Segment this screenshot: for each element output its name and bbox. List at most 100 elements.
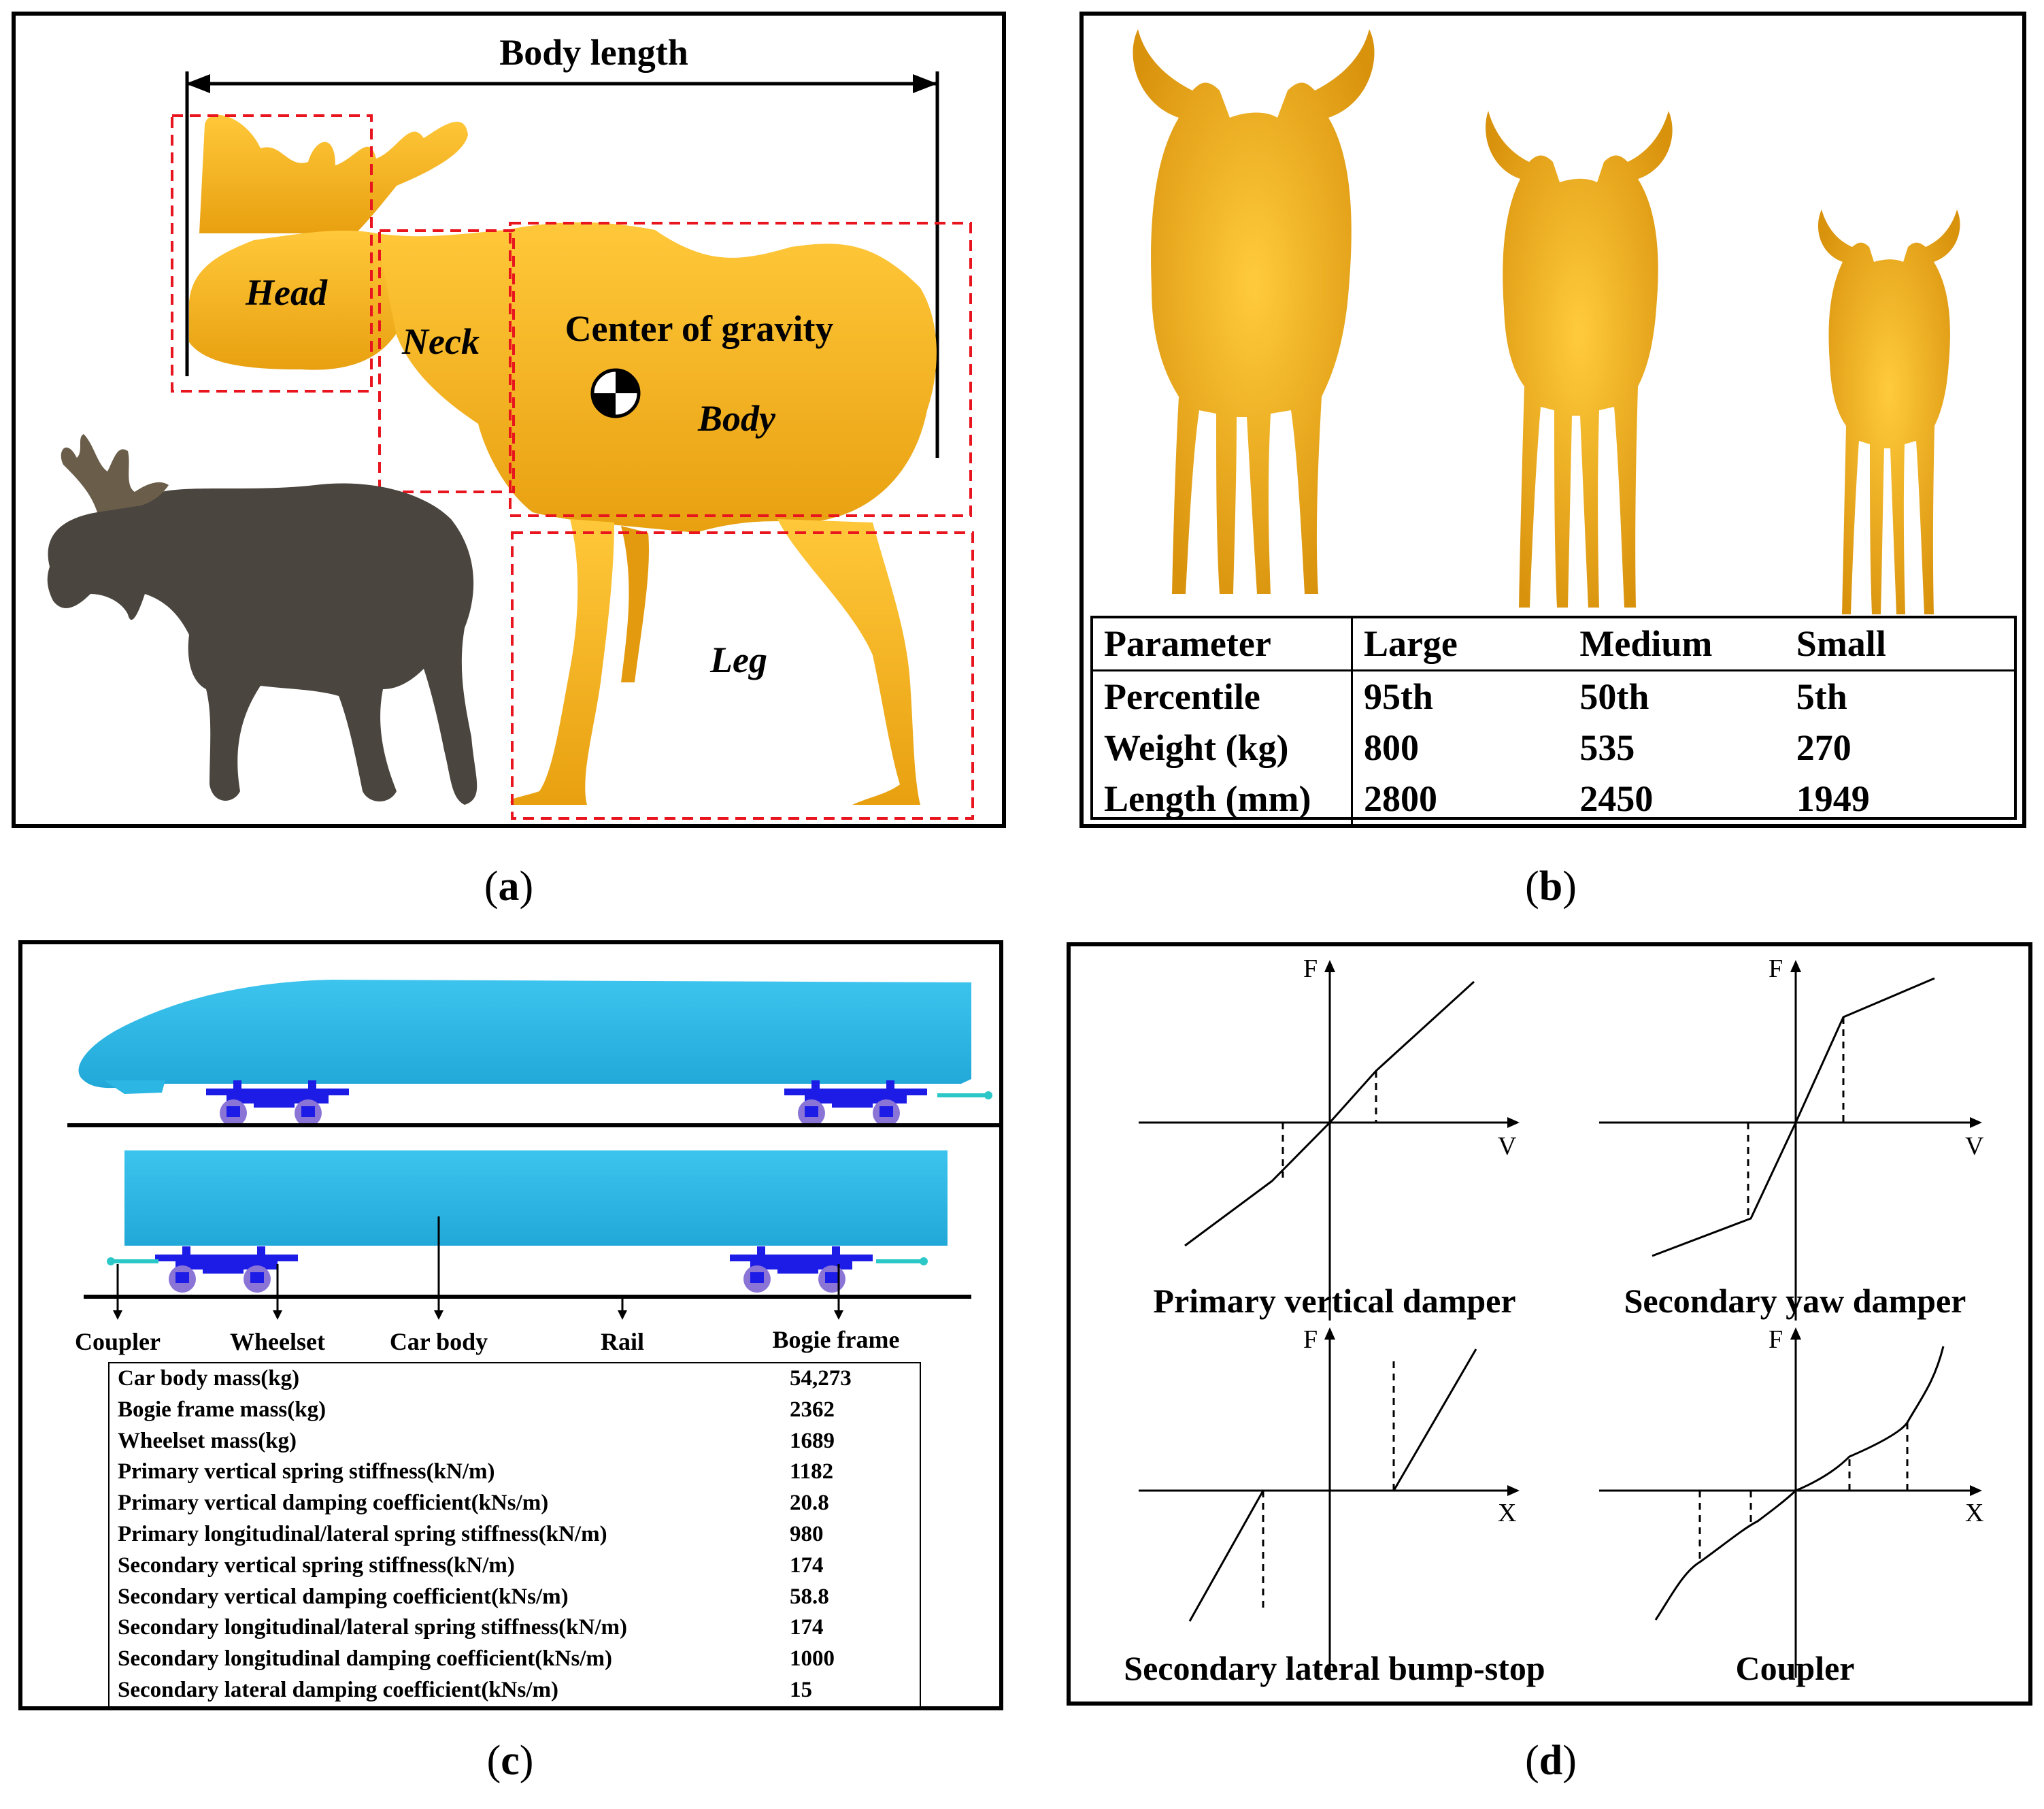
- param-value: 1000: [790, 1646, 835, 1672]
- body-region-box: [509, 222, 972, 517]
- table-row: Secondary lateral damping coefficient(kN…: [110, 1675, 920, 1706]
- table-header-cell: Small: [1796, 623, 1886, 664]
- param-name: Secondary longitudinal damping coefficie…: [118, 1646, 612, 1672]
- plot3-x-axis-label: X: [1498, 1499, 1516, 1527]
- param-value: 58.8: [790, 1584, 829, 1609]
- table-cell: 535: [1579, 727, 1635, 768]
- table-row: Car body mass(kg)54,273: [110, 1363, 920, 1395]
- coupler-left: [107, 1257, 158, 1265]
- table-row: Primary vertical spring stiffness(kN/m) 1…: [110, 1457, 920, 1488]
- table-row: Primary vertical damping coefficient(kNs…: [110, 1488, 920, 1519]
- coupler-front: [937, 1091, 992, 1099]
- moose-model: [189, 114, 937, 805]
- param-name: Secondary longitudinal/lateral spring st…: [118, 1615, 627, 1640]
- table-header-cell: Parameter: [1093, 618, 1353, 671]
- table-cell: Length (mm): [1093, 774, 1353, 824]
- neck-label: Neck: [401, 321, 480, 362]
- table-header-row: Parameter Large Medium Small: [1093, 618, 2014, 671]
- table-row: Secondary vertical spring stiffness(kN/m…: [110, 1550, 920, 1582]
- intermediate-car: [84, 1150, 971, 1299]
- table-cell: Weight (kg): [1093, 723, 1353, 774]
- head-region-box: [171, 114, 373, 393]
- table-row: Percentile 95th 50th 5th: [1093, 670, 2014, 723]
- param-value: 2362: [790, 1397, 835, 1422]
- table-cell: 2800: [1363, 778, 1437, 819]
- plot3-y-axis-label: F: [1303, 1325, 1318, 1354]
- plot-secondary-lateral-bump-stop: [1139, 1327, 1520, 1678]
- param-name: Secondary lateral damping coefficient(kN…: [118, 1677, 558, 1702]
- parameter-table-box: Parameter Large Medium Small Percentile …: [1090, 616, 2017, 824]
- table-row: Bogie frame mass(kg) 2362: [110, 1395, 920, 1426]
- table-row: Weight (kg) 800 535 270: [1093, 723, 2014, 774]
- table-cell: Percentile: [1093, 670, 1353, 723]
- neck-region-box: [378, 229, 515, 493]
- bogie-frame-label: Bogie frame: [773, 1326, 900, 1353]
- rail-label: Rail: [601, 1328, 644, 1355]
- panel-d-caption: (d): [1525, 1738, 1577, 1784]
- panel-c-caption: (c): [486, 1738, 534, 1784]
- table-row: Length (mm) 2800 2450 1949: [1093, 774, 2014, 824]
- panel-a: Body length Head Neck Center of gravity …: [12, 12, 1006, 828]
- table-cell: 270: [1796, 727, 1852, 768]
- body-length-dimension: [185, 71, 939, 458]
- damper-characteristic-plots: F V F V F X F X Primary vertical damper …: [1124, 955, 1984, 1687]
- param-name: Primary vertical spring stiffness(kN/m): [118, 1459, 495, 1484]
- moose-small: [1817, 210, 1960, 614]
- plot2-y-axis-label: F: [1769, 955, 1783, 983]
- moose-models-front-view: [1133, 29, 1960, 614]
- param-name: Car body mass(kg): [118, 1366, 300, 1391]
- table-cell: 800: [1363, 727, 1419, 768]
- plot2-x-axis-label: V: [1965, 1132, 1984, 1161]
- moose-diagram: Body length Head Neck Center of gravity …: [47, 32, 974, 820]
- table-row: Secondary longitudinal damping coefficie…: [110, 1644, 920, 1675]
- param-name: Secondary vertical damping coefficient(k…: [118, 1584, 569, 1609]
- param-name: Bogie frame mass(kg): [118, 1397, 326, 1422]
- train-parameter-table: Car body mass(kg)54,273 Bogie frame mass…: [108, 1362, 921, 1706]
- param-value: 20.8: [790, 1491, 829, 1516]
- parameter-table: Parameter Large Medium Small Percentile …: [1093, 618, 2014, 824]
- coupler-label: Coupler: [75, 1328, 161, 1355]
- center-of-gravity-marker: [590, 368, 641, 418]
- table-cell: 95th: [1363, 676, 1433, 717]
- plot4-title: Coupler: [1736, 1649, 1855, 1687]
- table-row: Secondary longitudinal/lateral spring st…: [110, 1612, 920, 1644]
- plot1-y-axis-label: F: [1303, 955, 1318, 983]
- body-label: Body: [697, 398, 776, 439]
- panel-d: F V F V F X F X Primary vertical damper …: [1067, 942, 2032, 1706]
- table-row: Wheelset mass(kg) 1689: [110, 1426, 920, 1457]
- param-name: Wheelset mass(kg): [118, 1428, 297, 1453]
- coupler-right: [876, 1257, 928, 1265]
- body-length-label: Body length: [499, 32, 688, 73]
- panel-c-caption-letter: c: [501, 1738, 520, 1784]
- table-row: Primary longitudinal/lateral spring stif…: [110, 1519, 920, 1550]
- component-leaders: [113, 1216, 843, 1320]
- plot-primary-vertical-damper: [1139, 960, 1520, 1321]
- param-value: 1689: [790, 1428, 835, 1453]
- plot1-x-axis-label: V: [1498, 1132, 1517, 1161]
- param-value: 15: [790, 1677, 812, 1702]
- panel-d-caption-letter: d: [1539, 1738, 1563, 1784]
- table-row: Secondary vertical damping coefficient(k…: [110, 1582, 920, 1613]
- table-cell: 1949: [1796, 778, 1870, 819]
- plot-coupler: [1599, 1327, 1982, 1678]
- plot-secondary-yaw-damper: [1599, 960, 1982, 1321]
- table-cell: 2450: [1579, 778, 1654, 819]
- car-body-label: Car body: [390, 1328, 488, 1355]
- moose-medium: [1486, 111, 1673, 608]
- panel-a-caption: (a): [484, 863, 534, 910]
- panel-b-caption: (b): [1525, 863, 1577, 910]
- panel-a-caption-letter: a: [498, 863, 520, 910]
- param-value: 1182: [790, 1459, 834, 1484]
- lead-car: [67, 980, 999, 1127]
- leg-label: Leg: [709, 640, 767, 680]
- plot4-x-axis-label: X: [1965, 1499, 1983, 1527]
- center-of-gravity-label: Center of gravity: [565, 308, 834, 349]
- param-name: Primary longitudinal/lateral spring stif…: [118, 1521, 607, 1546]
- train-diagram: Coupler Wheelset Car body Rail Bogie fra…: [67, 980, 999, 1355]
- moose-large: [1133, 29, 1375, 594]
- panel-c: Coupler Wheelset Car body Rail Bogie fra…: [18, 940, 1003, 1710]
- leg-region-box: [511, 531, 974, 820]
- param-value: 980: [790, 1521, 824, 1546]
- table-cell: 5th: [1796, 676, 1847, 717]
- param-name: Secondary vertical spring stiffness(kN/m…: [118, 1553, 515, 1578]
